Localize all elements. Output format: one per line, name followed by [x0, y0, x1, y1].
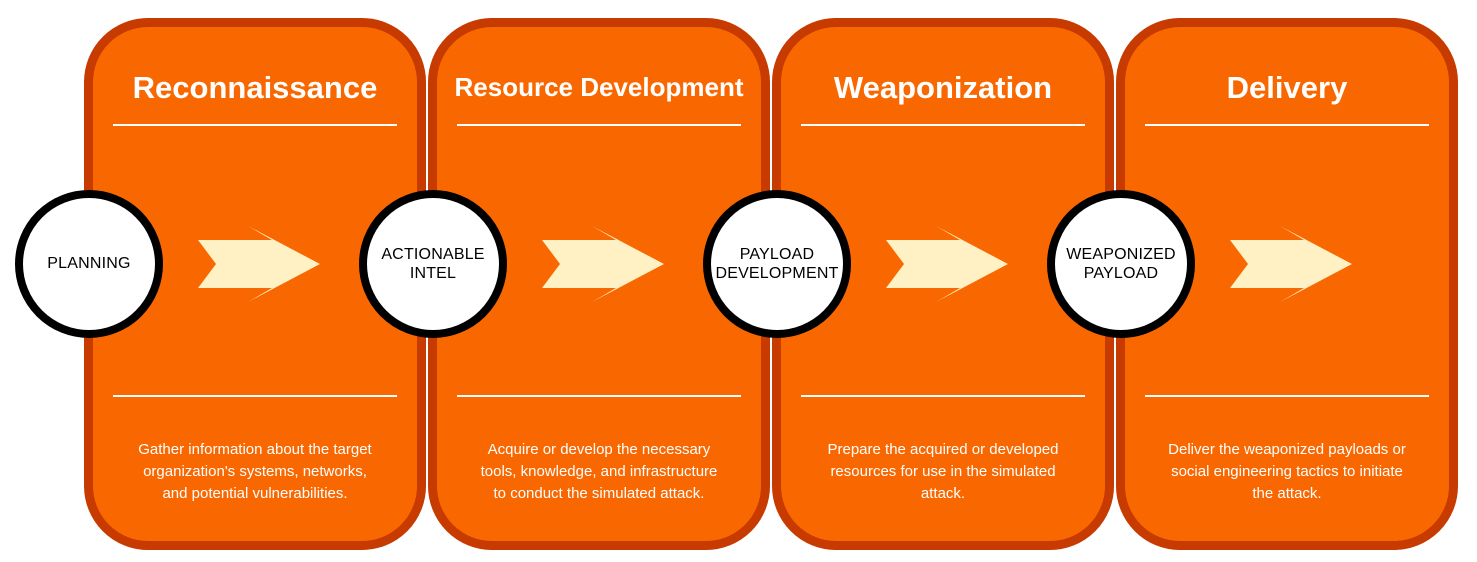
- milestone-planning: PLANNING: [15, 190, 163, 338]
- stage-title-weaponization: Weaponization: [833, 69, 1053, 105]
- stage-description-line: social engineering tactics to initiate: [1171, 462, 1403, 480]
- milestone-label-line: WEAPONIZED: [1066, 245, 1176, 263]
- stage-title-resource-development: Resource Development: [454, 72, 744, 102]
- stage-divider-bottom: [113, 395, 397, 397]
- stage-description-line: Acquire or develop the necessary: [487, 441, 711, 458]
- milestone-label-line: PAYLOAD: [1083, 265, 1159, 282]
- stage-title-delivery: Delivery: [1226, 69, 1348, 105]
- stage-description-delivery: Deliver the weaponized payloads or socia…: [1149, 439, 1425, 504]
- milestone-weaponized-payload: WEAPONIZED PAYLOAD: [1047, 190, 1195, 338]
- stage-description-line: the attack.: [1252, 484, 1322, 502]
- stage-description-line: resources for use in the simulated: [830, 462, 1056, 480]
- milestone-actionable-intel: ACTIONABLE INTEL: [359, 190, 507, 338]
- milestone-label-line: ACTIONABLE: [381, 245, 485, 263]
- stage-description-line: Gather information about the target: [138, 441, 372, 458]
- stage-divider-bottom: [457, 395, 741, 397]
- stage-divider-top: [457, 124, 741, 126]
- milestone-label: PAYLOAD DEVELOPMENT: [715, 245, 838, 283]
- milestone-label-line: PAYLOAD: [739, 245, 815, 263]
- stage-divider-bottom: [801, 395, 1085, 397]
- stage-description-resource-development: Acquire or develop the necessary tools, …: [461, 439, 737, 504]
- stage-description-line: organization's systems, networks,: [143, 462, 367, 480]
- milestone-label-line: PLANNING: [47, 255, 131, 273]
- stage-description-weaponization: Prepare the acquired or developed resour…: [805, 439, 1081, 504]
- stage-description-line: Prepare the acquired or developed: [827, 441, 1059, 458]
- chevron-arrow-right-icon: [1230, 226, 1352, 302]
- stage-description-line: to conduct the simulated attack.: [493, 484, 705, 502]
- stage-description-line: tools, knowledge, and infrastructure: [480, 462, 718, 480]
- stage-description-line: attack.: [920, 484, 966, 502]
- milestone-label: WEAPONIZED PAYLOAD: [1066, 245, 1176, 283]
- stage-divider-top: [113, 124, 397, 126]
- milestone-label-line: INTEL: [409, 265, 457, 282]
- milestone-payload-development: PAYLOAD DEVELOPMENT: [703, 190, 851, 338]
- stage-description-reconnaissance: Gather information about the target orga…: [117, 439, 393, 504]
- chevron-arrow-right-icon: [198, 226, 320, 302]
- chevron-arrow-right-icon: [886, 226, 1008, 302]
- milestone-label: PLANNING: [47, 254, 130, 273]
- chevron-arrow-right-icon: [542, 226, 664, 302]
- stage-divider-top: [1145, 124, 1429, 126]
- milestone-label-line: DEVELOPMENT: [715, 265, 839, 282]
- stage-description-line: and potential vulnerabilities.: [162, 484, 348, 502]
- stage-description-line: Deliver the weaponized payloads or: [1168, 441, 1406, 458]
- milestone-label: ACTIONABLE INTEL: [381, 245, 484, 283]
- stage-title-reconnaissance: Reconnaissance: [132, 69, 378, 105]
- stage-divider-top: [801, 124, 1085, 126]
- stage-divider-bottom: [1145, 395, 1429, 397]
